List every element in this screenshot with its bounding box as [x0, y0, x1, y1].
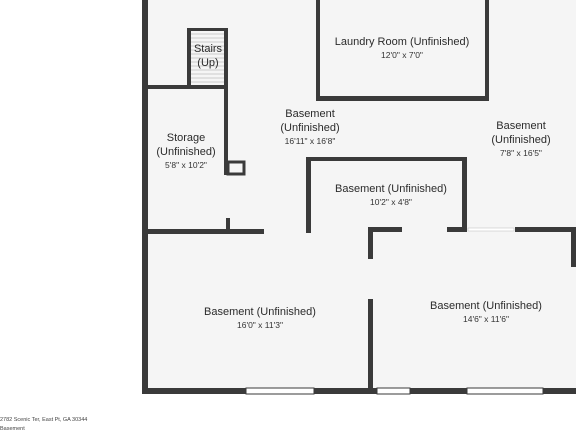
storage-line2: (Unfinished) — [156, 146, 216, 158]
basement-main-line1: Basement — [285, 108, 335, 120]
room-basement-lower-left-label: Basement (Unfinished) 16'0" x 11'3" — [180, 305, 340, 331]
jamb-vertical — [368, 227, 373, 259]
laundry-wall-left — [316, 0, 320, 101]
storage-wall-stub — [226, 218, 230, 232]
stairs-wall-left — [187, 30, 191, 87]
basement-lower-left-name: Basement (Unfinished) — [204, 306, 316, 318]
windows — [245, 227, 544, 395]
basement-lower-right-dim: 14'6" x 11'6" — [463, 314, 509, 324]
window-4 — [467, 227, 515, 232]
floor-area — [143, 0, 576, 392]
basement-center-dim: 10'2" x 4'8" — [370, 197, 412, 207]
stair-treads — [191, 33, 224, 83]
wall-lower-left-top — [142, 229, 264, 234]
stairs-top — [187, 28, 228, 31]
stairs-wall-right — [224, 30, 228, 87]
footer-address: 2782 Scenic Ter, East Pt, GA 30344 — [0, 417, 88, 423]
center-wall-bottom-right — [447, 227, 467, 232]
storage-wall-top — [142, 85, 228, 89]
jamb-horizontal — [368, 227, 402, 232]
window-2 — [376, 387, 411, 395]
window-1 — [245, 387, 315, 395]
room-basement-lower-right-label: Basement (Unfinished) 14'6" x 11'6" — [408, 299, 564, 325]
basement-right-dim: 7'8" x 16'5" — [500, 148, 542, 158]
outer-wall-left — [142, 0, 148, 394]
basement-main-line2: (Unfinished) — [280, 122, 340, 134]
room-storage-label: Storage (Unfinished) 5'8" x 10'2" — [148, 131, 224, 171]
room-basement-right-label: Basement (Unfinished) 7'8" x 16'5" — [480, 119, 562, 159]
basement-right-line2: (Unfinished) — [491, 134, 551, 146]
center-wall-left — [306, 157, 311, 233]
room-stairs-label: Stairs (Up) — [189, 42, 227, 70]
stairs-line1: Stairs — [193, 43, 223, 55]
outer-wall-bottom — [142, 388, 576, 394]
basement-lower-left-dim: 16'0" x 11'3" — [237, 320, 283, 330]
basement-center-name: Basement (Unfinished) — [335, 183, 447, 195]
basement-right-line1: Basement — [496, 120, 546, 132]
divider-lower — [368, 299, 373, 394]
window-3 — [466, 387, 544, 395]
room-basement-main-label: Basement (Unfinished) 16'11" x 16'8" — [250, 107, 370, 147]
storage-line1: Storage — [166, 132, 206, 144]
center-wall-top — [306, 157, 467, 161]
laundry-wall-right — [485, 0, 489, 101]
stairs-line2: (Up) — [197, 57, 219, 69]
room-basement-center-label: Basement (Unfinished) 10'2" x 4'8" — [318, 182, 464, 208]
basement-main-dim: 16'11" x 16'8" — [284, 136, 336, 146]
laundry-name: Laundry Room (Unfinished) — [334, 36, 470, 48]
storage-wall-right — [224, 85, 228, 175]
laundry-dim: 12'0" x 7'0" — [381, 50, 423, 60]
walls — [142, 0, 576, 394]
column-box — [226, 160, 246, 176]
center-wall-right — [462, 157, 467, 231]
basement-lower-right-name: Basement (Unfinished) — [430, 300, 542, 312]
storage-dim: 5'8" x 10'2" — [165, 160, 207, 170]
right-wall-segment — [515, 227, 576, 232]
footer-level: Basement — [0, 426, 25, 432]
room-laundry-label: Laundry Room (Unfinished) 12'0" x 7'0" — [320, 35, 484, 61]
laundry-wall-bottom — [316, 96, 489, 101]
right-wall-vertical — [571, 227, 576, 267]
